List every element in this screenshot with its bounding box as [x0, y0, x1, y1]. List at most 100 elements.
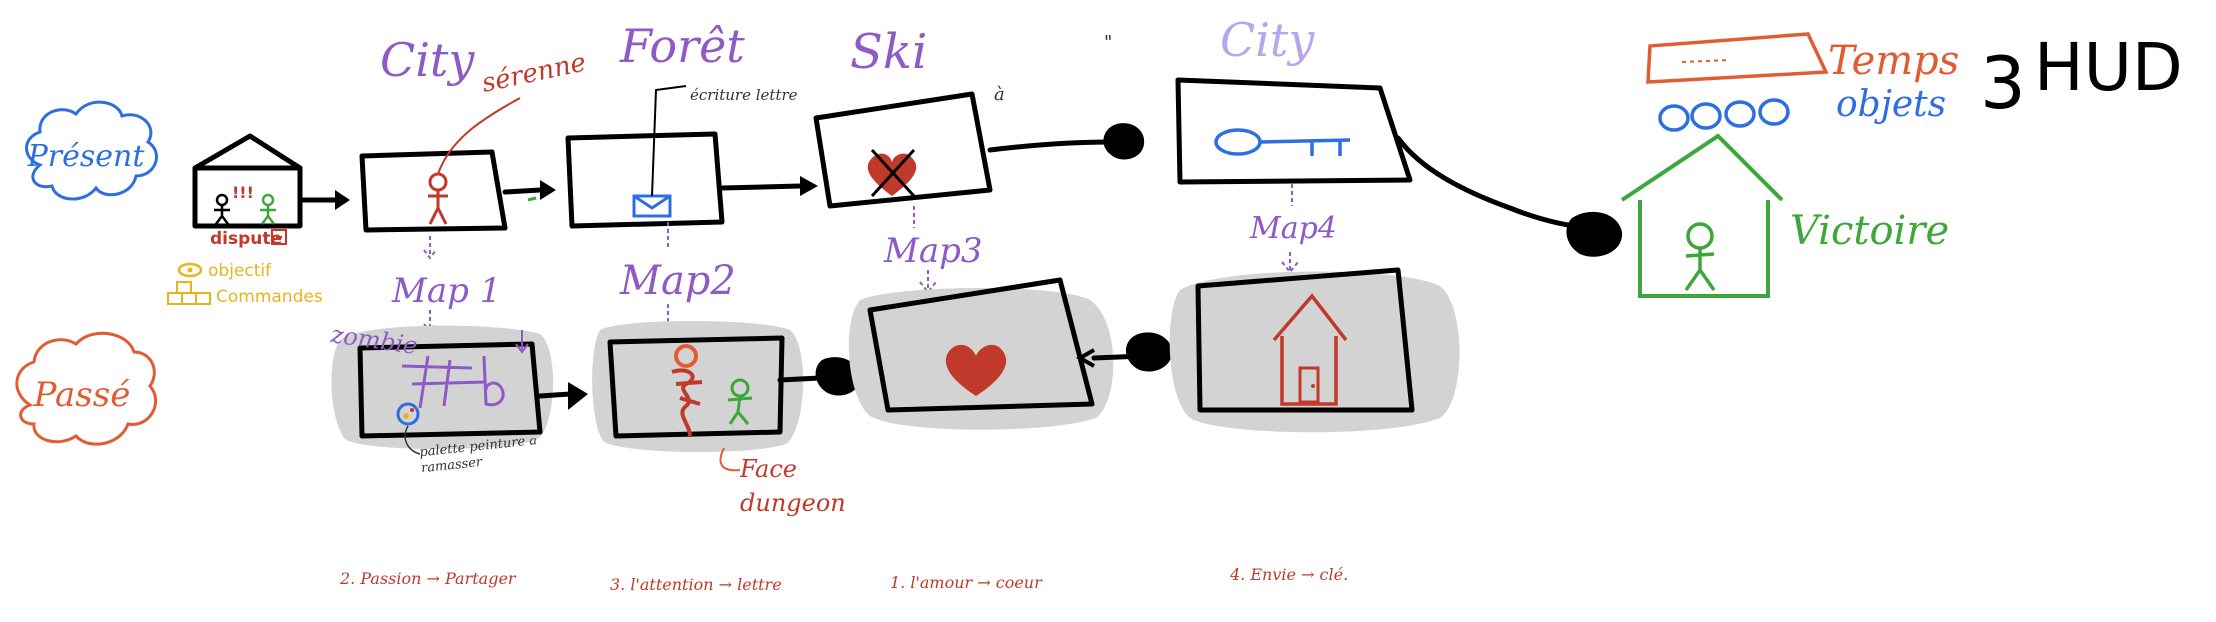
scene-title: Forêt — [619, 19, 745, 73]
house-icon — [1272, 293, 1348, 406]
letter-icon — [632, 194, 672, 218]
arrowhead — [1075, 348, 1095, 368]
scene-frame — [1195, 267, 1415, 413]
hud-panel: Temps objets 3 HUD — [1646, 29, 2183, 132]
map-label-3: Map3 — [883, 206, 982, 294]
eye-icon — [177, 262, 203, 278]
scene-frame — [813, 91, 993, 209]
item-slot-icon — [1724, 100, 1756, 128]
annotation-line — [437, 97, 521, 175]
scene-note: à — [994, 84, 1005, 105]
past-label: Passé — [33, 375, 131, 415]
item-slots — [1658, 98, 1790, 132]
present-scene-city-1: City sérenne — [359, 33, 589, 233]
keyboard-keys-icon — [167, 281, 211, 305]
scene-note: sérenne — [479, 48, 588, 99]
scene-note-wrap: Face dungeon — [740, 455, 846, 517]
footer-note: 2. Passion → Partager — [339, 569, 517, 588]
footer-notes: 2. Passion → Partager 3. l'attention → l… — [339, 565, 1348, 594]
annotation-line — [719, 447, 741, 472]
item-slot-icon — [1758, 98, 1790, 126]
green-mark — [527, 196, 537, 202]
connector-ski-to-city — [987, 139, 1113, 153]
present-scene-ski: Ski à — [813, 24, 1005, 209]
dashed-arrow-down — [1281, 252, 1299, 274]
dispute-box-icon — [271, 229, 287, 245]
stick-figure-black-icon — [214, 193, 230, 225]
present-label: Présent — [27, 139, 146, 174]
present-scene-forest: Forêt écriture lettre — [565, 19, 798, 229]
past-scene-4 — [1169, 267, 1460, 433]
arrow-city-to-forest — [502, 187, 543, 195]
past-row-label: Passé — [15, 331, 157, 446]
annotation-line — [404, 425, 421, 455]
arrowhead — [335, 190, 350, 210]
scene-frame — [565, 131, 725, 229]
scribble-junction — [1103, 123, 1145, 160]
scene-extra-wrap: palette peinture à ramasser — [420, 438, 538, 477]
present-row-label: Présent — [25, 100, 158, 201]
scene-note: Face dungeon — [740, 455, 846, 517]
scene-note: " — [1104, 32, 1112, 53]
scene-extra: palette peinture à ramasser — [420, 438, 538, 477]
past-scene-2: Face dungeon — [592, 321, 846, 517]
key-icon — [1214, 128, 1351, 156]
item-slot-icon — [1690, 102, 1722, 130]
alert-text: !!! — [232, 183, 254, 202]
scribble-junction — [1125, 332, 1173, 372]
gray-cloud — [1169, 271, 1460, 433]
footer-note: 1. l'amour → coeur — [890, 573, 1043, 592]
present-cloud-outline — [25, 100, 158, 201]
footer-note: 4. Envie → clé. — [1229, 565, 1348, 584]
start-scene: !!! dispute objectif Commandes — [167, 133, 323, 307]
paint-palette-icon — [396, 402, 420, 426]
scene-note: écriture lettre — [690, 86, 798, 104]
heart-icon — [945, 344, 1007, 396]
arrowhead — [568, 382, 588, 410]
start-house-outline — [192, 133, 303, 229]
map-label: Map 1 — [391, 271, 501, 311]
gray-cloud — [592, 321, 804, 453]
person-icon — [428, 172, 448, 225]
scene-frame — [867, 277, 1095, 413]
scribble-junction — [1566, 211, 1623, 257]
victory-roof — [1620, 133, 1784, 202]
map-label: Map3 — [883, 231, 982, 271]
scribble-junction — [815, 357, 860, 396]
broken-heart-icon — [867, 148, 917, 198]
mixed-person-icon — [671, 344, 703, 437]
hud-time-label: Temps — [1828, 38, 1959, 84]
map-label-2: Map2 — [619, 222, 736, 334]
past-scene-1: zombie palette peinture à ramasser — [328, 320, 554, 477]
dashed-arrow-up — [423, 236, 437, 260]
gray-cloud — [331, 325, 554, 449]
map-label-1: Map 1 — [391, 236, 501, 334]
victory-scene: Victoire — [1620, 133, 1949, 298]
stick-figure-green-icon — [260, 193, 276, 225]
arrow-forest-to-ski — [719, 183, 803, 191]
dispute-text: dispute — [210, 229, 282, 249]
victory-label: Victoire — [1790, 208, 1949, 254]
arrowhead — [540, 180, 556, 200]
arrow-past1-to-past2 — [537, 391, 573, 399]
stick-figure-green-icon — [727, 378, 753, 425]
painting-icon — [401, 355, 505, 409]
hud-items-label: objets — [1836, 84, 1946, 125]
scene-frame — [1175, 77, 1413, 185]
dashed-arrow-down — [919, 270, 937, 294]
stick-figure-green-icon — [1684, 222, 1716, 292]
footer-note: 3. l'attention → lettre — [610, 575, 782, 594]
scene-frame — [357, 341, 543, 439]
map-label: Map4 — [1249, 211, 1337, 246]
time-bar-frame — [1646, 32, 1829, 84]
arrow-past2-to-past3 — [777, 375, 823, 383]
scene-title: City — [380, 33, 475, 87]
map-label: Map2 — [619, 258, 736, 304]
connector-city-to-victory — [1395, 135, 1593, 231]
map-label-4: Map4 — [1249, 184, 1337, 274]
time-bar-fill — [1681, 59, 1731, 63]
scene-title: City — [1220, 13, 1315, 67]
past-cloud-outline — [15, 331, 157, 446]
down-arrow-icon — [515, 330, 529, 354]
